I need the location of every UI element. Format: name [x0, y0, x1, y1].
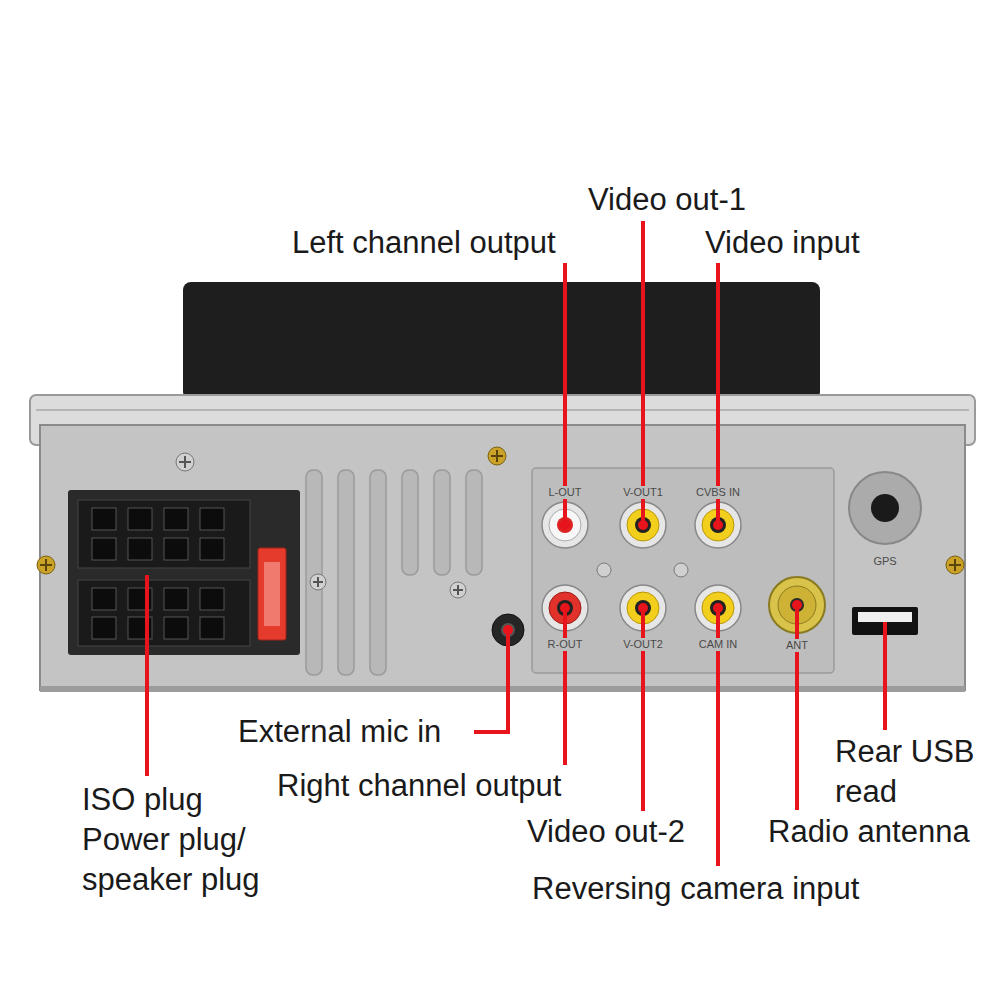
mic-jack-hole — [501, 623, 515, 637]
iso-pin — [164, 538, 188, 560]
callout-label: Reversing camera input — [532, 869, 859, 909]
gps-socket — [849, 472, 921, 544]
panel-marking: CAM IN — [697, 638, 740, 651]
fin — [306, 470, 322, 675]
callout-label: Video out-2 — [527, 812, 685, 852]
leader-dot — [560, 603, 570, 613]
rca-plate — [532, 468, 834, 673]
leader-line — [883, 622, 887, 730]
screw-slot — [313, 577, 323, 587]
fin — [402, 470, 418, 575]
iso-pin — [164, 588, 188, 610]
fin — [338, 470, 354, 675]
iso-pin — [128, 538, 152, 560]
leader-dot — [638, 603, 648, 613]
panel-marking: R-OUT — [546, 638, 585, 651]
iso-housing — [68, 490, 300, 655]
iso-pin — [92, 538, 116, 560]
iso-pin — [200, 538, 224, 560]
callout-label: Video out-1 — [588, 180, 746, 220]
screw — [176, 453, 194, 471]
screw-slot — [453, 585, 463, 595]
iso-pin — [164, 617, 188, 639]
callout-label: Left channel output — [292, 223, 556, 263]
leader-line — [641, 221, 645, 525]
panel-marking: ANT — [784, 639, 810, 652]
screw — [597, 563, 611, 577]
leader-line — [145, 575, 149, 776]
antenna-core — [790, 598, 804, 612]
leader-dot — [503, 625, 513, 635]
iso-pin — [200, 617, 224, 639]
housing-edge — [36, 409, 969, 411]
panel-marking: V-OUT1 — [621, 486, 665, 499]
fuse — [258, 548, 286, 640]
iso-pin — [92, 588, 116, 610]
leader-dot — [638, 520, 648, 530]
panel-marking: V-OUT2 — [621, 638, 665, 651]
panel-marking: CVBS IN — [694, 486, 742, 499]
screw-slot — [949, 559, 961, 571]
leader-line — [563, 608, 567, 765]
screw — [946, 556, 964, 574]
iso-pin — [92, 617, 116, 639]
callout-label: ISO plug Power plug/ speaker plug — [82, 780, 287, 900]
panel-shadow — [40, 686, 965, 692]
screw-slot — [491, 450, 503, 462]
callout-label: Right channel output — [277, 766, 561, 806]
screw — [674, 563, 688, 577]
fin — [434, 470, 450, 575]
iso-block — [78, 580, 250, 646]
screw — [310, 574, 326, 590]
screw-slot — [40, 559, 52, 571]
fin — [466, 470, 482, 575]
iso-pin — [92, 508, 116, 530]
iso-pin — [164, 508, 188, 530]
callout-label: Radio antenna — [768, 812, 970, 852]
leader-dot — [713, 603, 723, 613]
panel-marking: GPS — [871, 555, 898, 568]
callout-label: External mic in — [238, 712, 441, 752]
leader-lines — [147, 221, 885, 866]
leader-dot — [560, 520, 570, 530]
leader-line — [795, 605, 799, 810]
callout-label: Video input — [705, 223, 860, 263]
fin — [370, 470, 386, 675]
iso-pin — [200, 508, 224, 530]
leader-dots — [503, 520, 802, 635]
fuse-window — [264, 562, 280, 626]
rca-jacks — [542, 502, 741, 631]
usb-tongue — [858, 612, 912, 622]
iso-connector — [68, 490, 300, 655]
screw — [37, 556, 55, 574]
screen-panel — [183, 282, 820, 400]
rear-panel — [40, 425, 965, 690]
leader-dot — [792, 600, 802, 610]
panel-marking: L-OUT — [547, 486, 584, 499]
iso-block — [78, 500, 250, 568]
screw-slot — [179, 456, 191, 468]
iso-pin — [128, 508, 152, 530]
screw — [450, 582, 466, 598]
callout-label: Rear USB read — [835, 732, 985, 812]
screw — [488, 447, 506, 465]
leader-dot — [713, 520, 723, 530]
heat-fins — [306, 470, 482, 675]
iso-pin — [200, 588, 224, 610]
gps-hole — [871, 494, 899, 522]
leader-line — [474, 630, 508, 732]
